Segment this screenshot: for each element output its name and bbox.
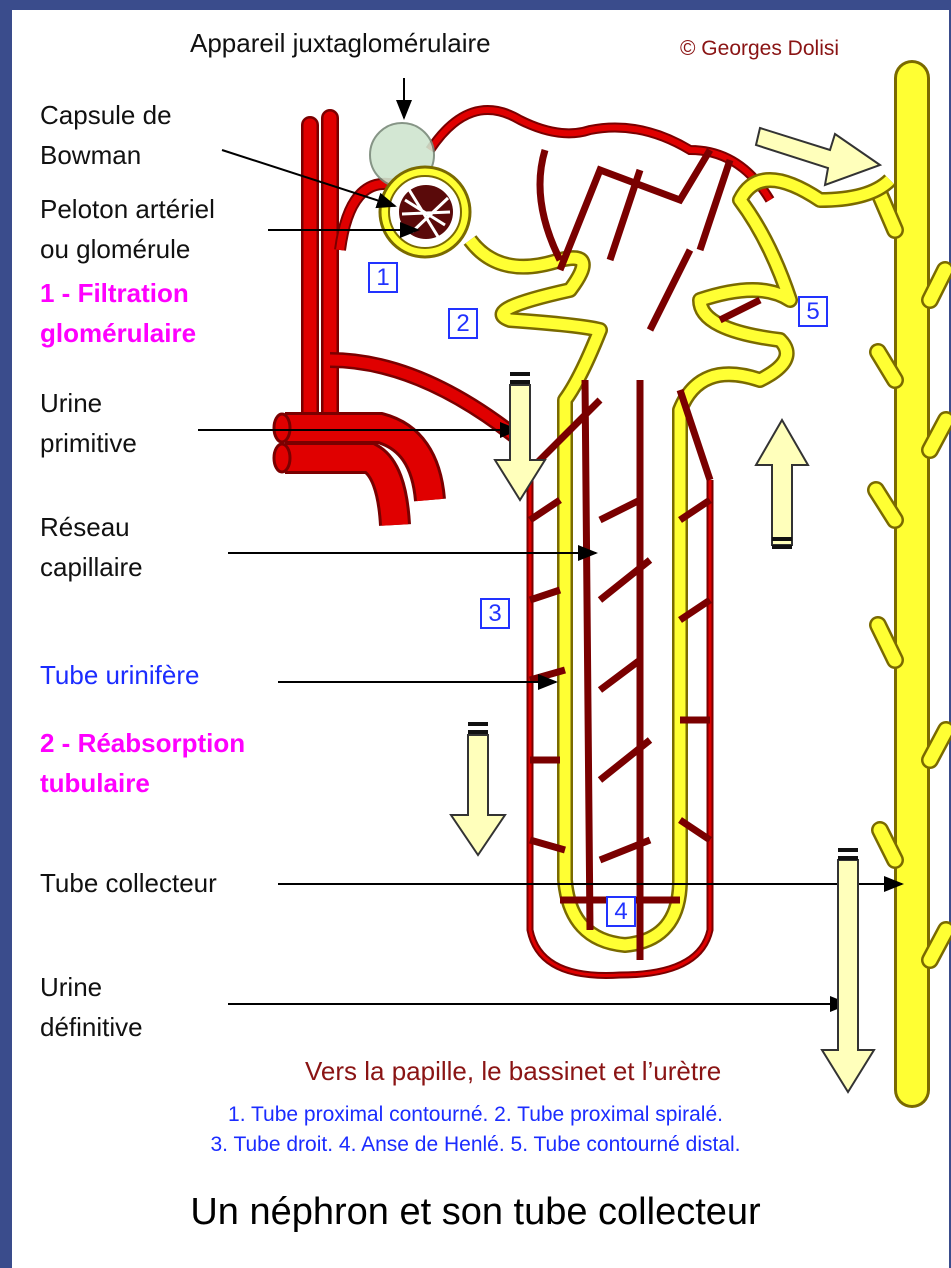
legend-line-2: 3. Tube droit. 4. Anse de Henlé. 5. Tube… [0, 1130, 951, 1160]
segment-number-1: 1 [368, 262, 398, 293]
glomerulus [370, 123, 470, 257]
segment-number-4: 4 [606, 896, 636, 927]
segment-number-3: 3 [480, 598, 510, 629]
copyright: © Georges Dolisi [680, 30, 839, 68]
reabsorption-down-arrow [451, 735, 505, 855]
reabsorption-up-arrow [756, 420, 808, 545]
label-urine-primitive-2: primitive [40, 424, 137, 462]
legend-line-1: 1. Tube proximal contourné. 2. Tube prox… [0, 1100, 951, 1130]
label-filtration-2: glomérulaire [40, 314, 196, 352]
label-urine-definitive-2: définitive [40, 1008, 143, 1046]
label-reabsorption-2: tubulaire [40, 764, 150, 802]
diagram-title: Un néphron et son tube collecteur [0, 1188, 951, 1236]
label-filtration-1: 1 - Filtration [40, 274, 189, 312]
label-tube-collecteur: Tube collecteur [40, 864, 217, 902]
label-urine-primitive-1: Urine [40, 384, 102, 422]
label-vers-papille: Vers la papille, le bassinet et l’urètre [305, 1052, 721, 1090]
label-reseau-1: Réseau [40, 508, 130, 546]
label-urine-definitive-1: Urine [40, 968, 102, 1006]
urine-out-arrow [822, 860, 874, 1092]
label-bowman-2: Bowman [40, 136, 141, 174]
label-reseau-2: capillaire [40, 548, 143, 586]
segment-number-5: 5 [798, 296, 828, 327]
collecting-duct [876, 78, 946, 1090]
label-reabsorption-1: 2 - Réabsorption [40, 724, 245, 762]
label-peloton-1: Peloton artériel [40, 190, 215, 228]
label-bowman-1: Capsule de [40, 96, 172, 134]
segment-number-2: 2 [448, 308, 478, 339]
label-juxtaglomerular: Appareil juxtaglomérulaire [190, 24, 491, 62]
label-peloton-2: ou glomérule [40, 230, 190, 268]
filtration-arrow [495, 385, 545, 500]
label-tube-urinifere: Tube urinifère [40, 656, 199, 694]
